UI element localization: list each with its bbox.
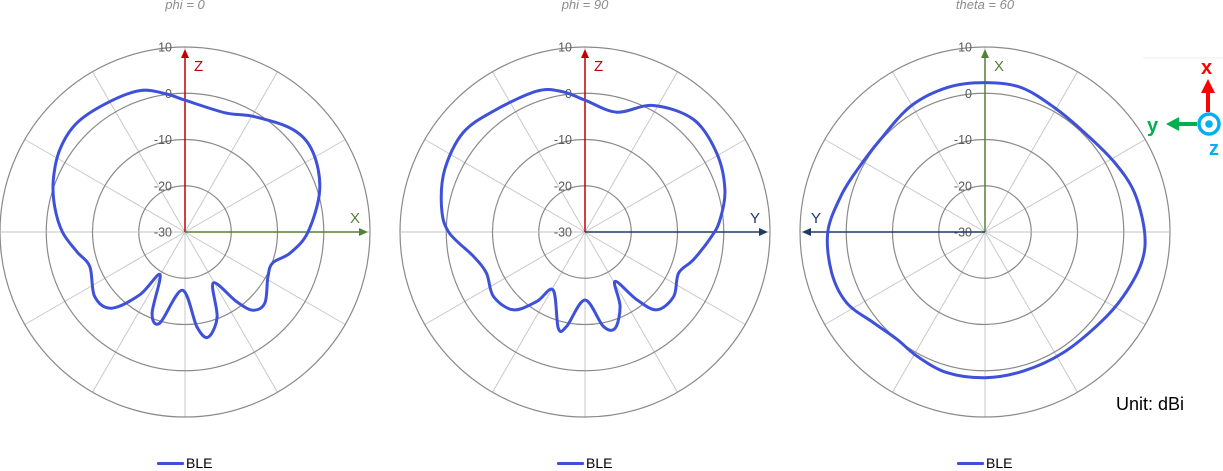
axis-up-arrow-icon <box>981 49 989 58</box>
indicator-x-label: x <box>1201 57 1212 79</box>
axis-up-label: X <box>994 58 1004 75</box>
r-tick-label: -20 <box>554 179 572 193</box>
r-tick-label: -30 <box>154 226 172 240</box>
chart-title-phi-0: phi = 0 <box>165 0 205 12</box>
legend-label: BLE <box>186 455 213 471</box>
axis-side-label: Y <box>811 210 821 227</box>
r-tick-label: -30 <box>554 226 572 240</box>
r-tick-label: 10 <box>158 41 172 55</box>
axis-side-label: Y <box>750 210 760 227</box>
unit-label: Unit: dBi <box>1116 394 1185 414</box>
axis-side-arrow-icon <box>759 228 768 236</box>
legend-phi-0: BLE <box>157 455 212 471</box>
legend-label: BLE <box>986 455 1013 471</box>
legend-phi-90: BLE <box>557 455 612 471</box>
axis-up-label: Z <box>194 58 203 75</box>
r-tick-label: -10 <box>554 133 572 147</box>
chart-title-phi-90: phi = 90 <box>561 0 609 12</box>
series-curve-ble <box>825 81 1147 380</box>
series-curve-ble <box>439 87 727 334</box>
legend-line-icon <box>157 461 184 465</box>
axis-up-arrow-icon <box>581 49 589 58</box>
indicator-y-arrowhead <box>1166 117 1179 131</box>
series-curve-ble <box>51 88 322 340</box>
indicator-y-label: y <box>1147 115 1159 137</box>
axis-side-label: X <box>350 210 360 227</box>
indicator-z-out-of-page-icon <box>1197 112 1221 136</box>
legend-line-icon <box>957 461 984 465</box>
axis-up-label: Z <box>594 58 603 75</box>
r-tick-label: 10 <box>958 41 972 55</box>
orientation-indicator: x y z <box>1143 57 1223 160</box>
indicator-x-arrowhead <box>1201 79 1215 93</box>
indicator-z-label: z <box>1209 138 1219 160</box>
axis-side-arrow-icon <box>802 228 811 236</box>
legend-label: BLE <box>586 455 613 471</box>
legend-line-icon <box>557 461 584 465</box>
r-tick-label: 0 <box>965 87 972 101</box>
chart-title-theta-60: theta = 60 <box>955 0 1015 12</box>
axis-side-arrow-icon <box>359 228 368 236</box>
r-tick-label: -20 <box>154 179 172 193</box>
r-tick-label: -10 <box>154 133 172 147</box>
axis-up-arrow-icon <box>181 49 189 58</box>
r-tick-label: 10 <box>558 41 572 55</box>
r-tick-label: -20 <box>954 179 972 193</box>
legend-theta-60: BLE <box>957 455 1012 471</box>
r-tick-label: -10 <box>954 133 972 147</box>
